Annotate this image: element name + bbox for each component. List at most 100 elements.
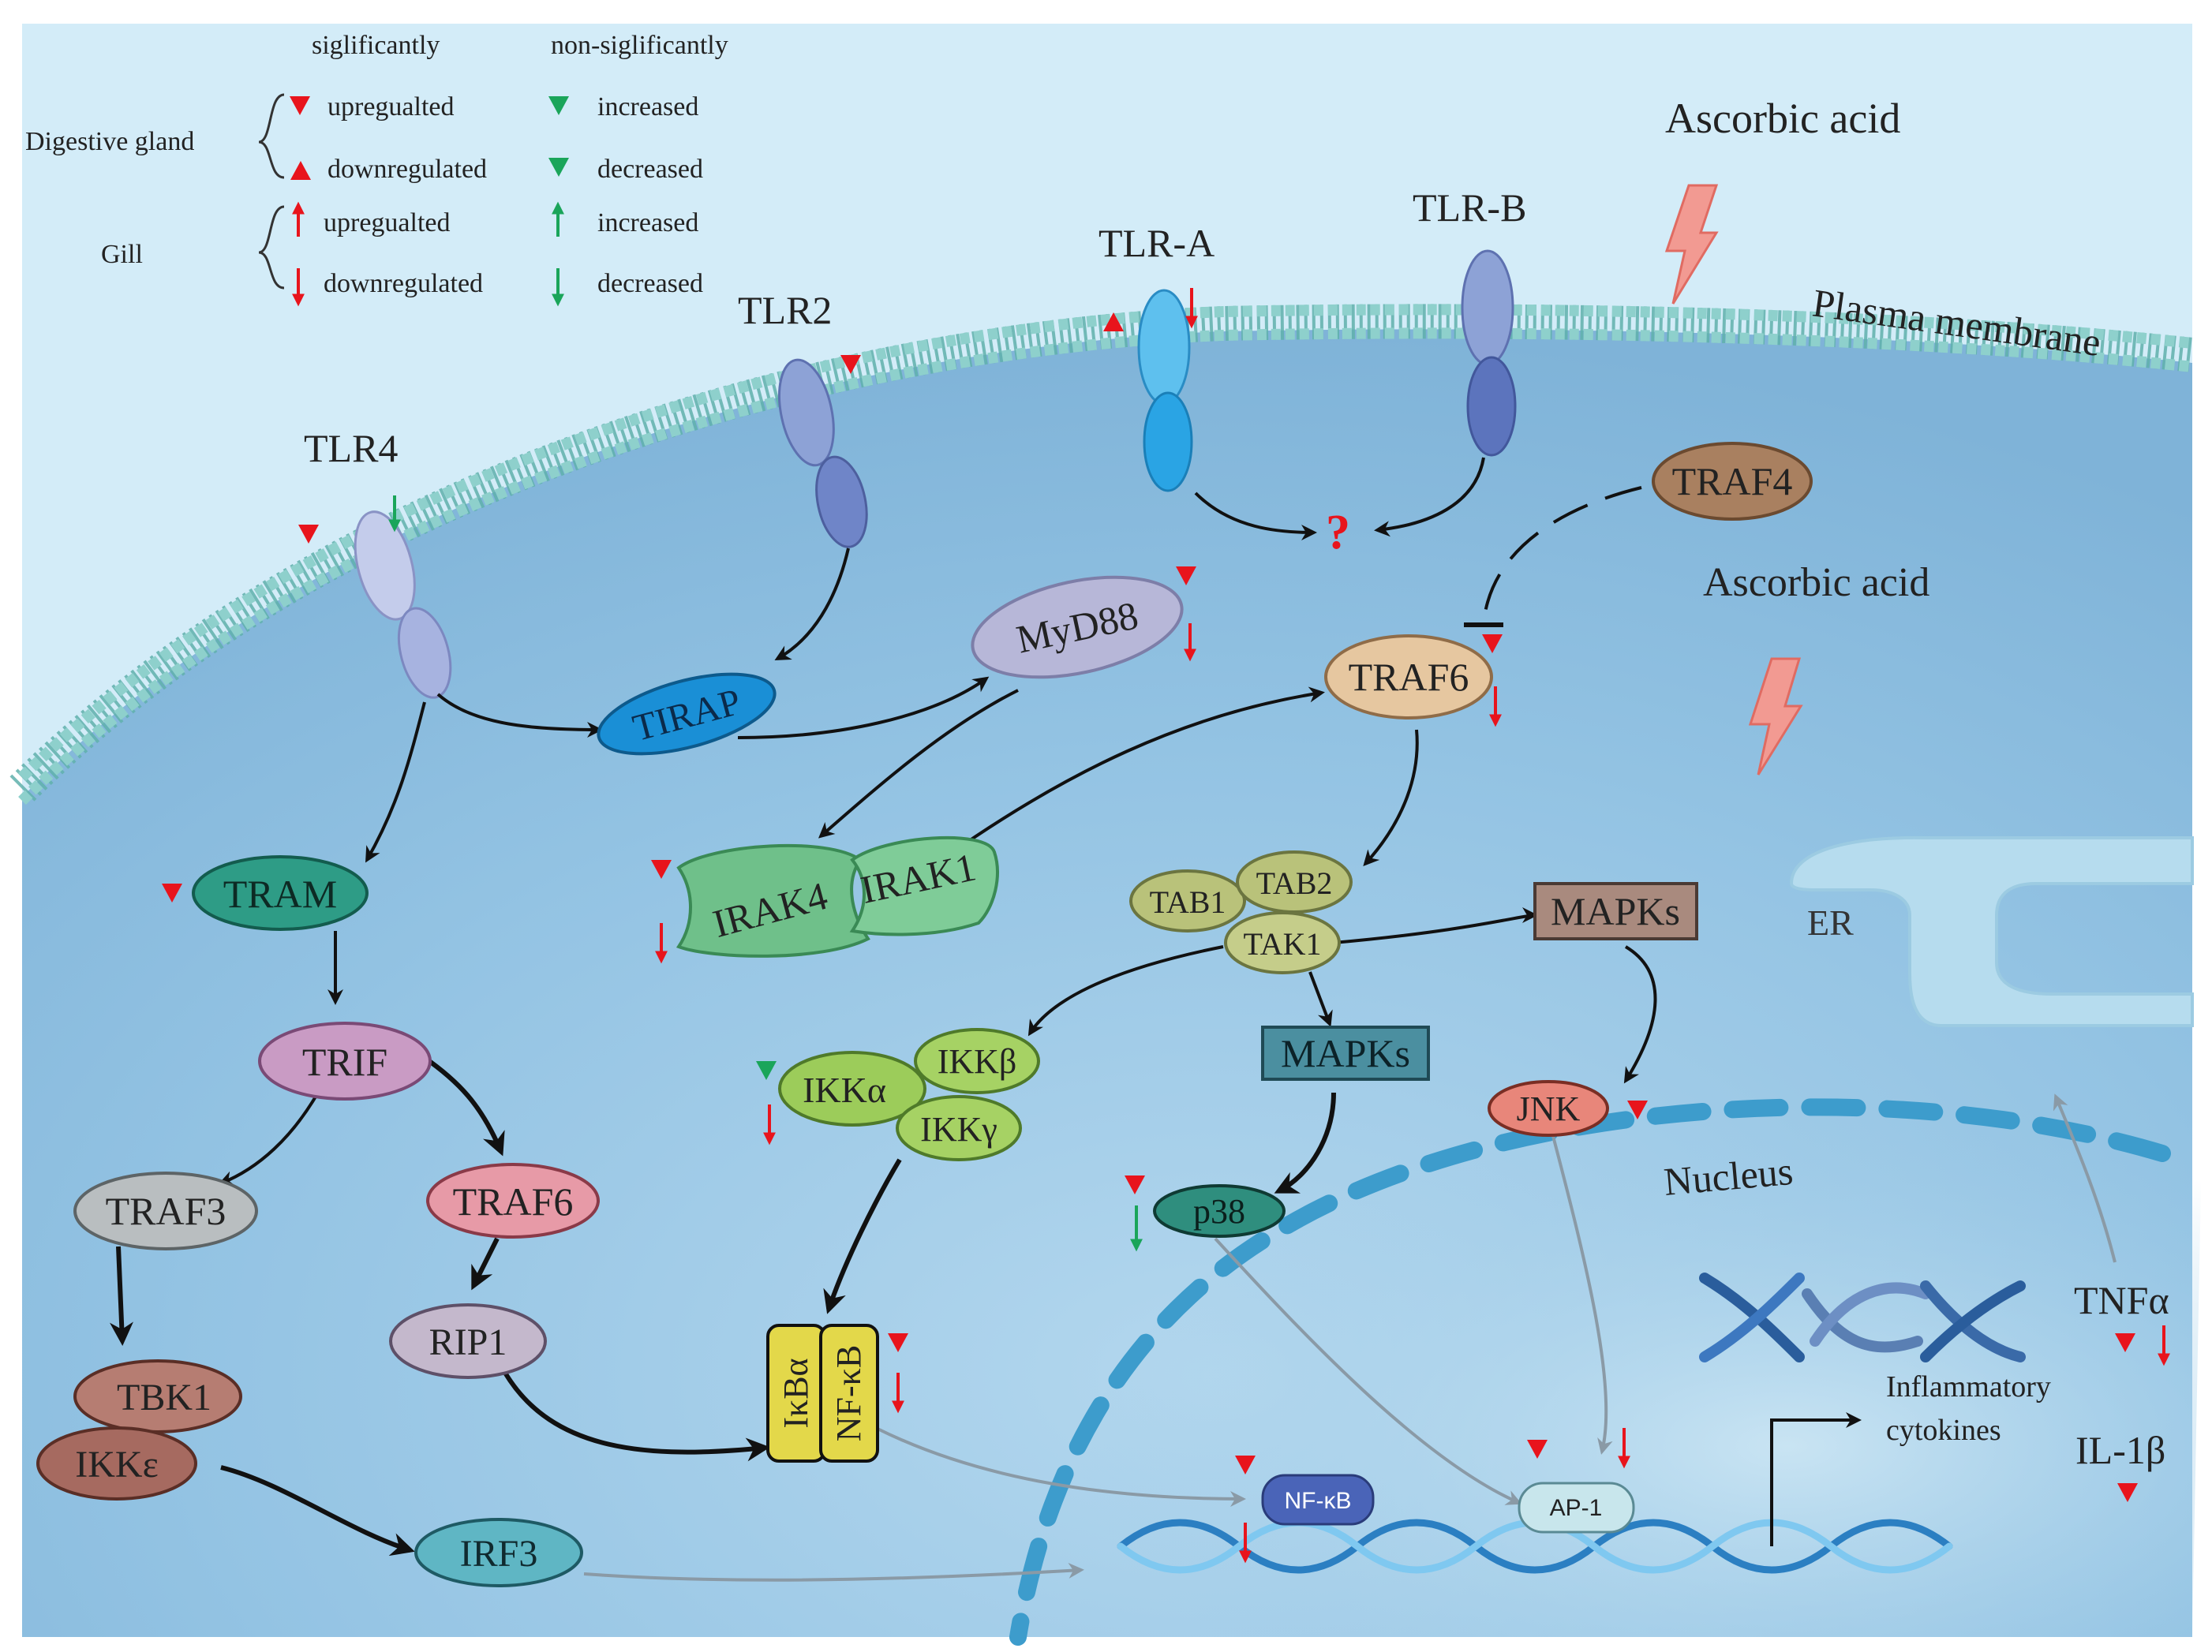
nfkb-complex-box <box>819 1324 879 1463</box>
ascorbic-acid-top-label: Ascorbic acid <box>1665 95 1900 142</box>
trif-node <box>258 1022 432 1101</box>
legend-sig-down-triangle <box>290 161 311 180</box>
p38-label: p38 <box>1193 1192 1245 1231</box>
mapks-mid-label: MAPKs <box>1281 1031 1410 1075</box>
legend-dg-dec: decreased <box>597 155 703 184</box>
inflammatory-cytokines-line1: Inflammatory <box>1886 1370 2051 1403</box>
ikkg-node <box>896 1095 1022 1161</box>
pathway-arrows <box>110 457 1862 1557</box>
legend-header-significant: siglificantly <box>312 31 440 60</box>
tlr-b-label: TLR-B <box>1413 185 1526 230</box>
traf6-bottom-label: TRAF6 <box>453 1179 574 1224</box>
tram-node <box>192 855 369 931</box>
legend-dg-up: upregualted <box>327 92 455 121</box>
ikba-label: IκBα <box>777 1358 815 1428</box>
mapks-mid-node <box>1261 1026 1430 1081</box>
tirap-node <box>597 672 777 756</box>
ap1-node <box>1518 1482 1635 1534</box>
traf6-bottom-node <box>426 1163 600 1239</box>
legend-digestive-gland: Digestive gland <box>25 127 194 156</box>
tab1-node <box>1129 869 1246 933</box>
ikkb-node <box>914 1028 1040 1094</box>
p38-dg-up-marker <box>1125 1175 1145 1194</box>
trif-label: TRIF <box>302 1040 387 1084</box>
ap1-dg-up-marker <box>1527 1440 1548 1459</box>
myd88-node <box>971 575 1184 679</box>
tlr-a-receptor <box>1137 289 1193 492</box>
legend-brace-dg <box>258 93 285 179</box>
legend-sig-up-triangle <box>290 96 310 115</box>
expression-markers <box>162 288 2170 1564</box>
tab2-label: TAB2 <box>1256 865 1333 901</box>
tak1-node <box>1224 911 1341 974</box>
jnk-node <box>1488 1080 1609 1137</box>
il1b-label: IL-1β <box>2075 1428 2165 1472</box>
tlr2-label: TLR2 <box>738 288 832 332</box>
traf6-dg-up-marker <box>1482 634 1503 653</box>
traf3-node <box>73 1172 258 1250</box>
lightning-icon-mid <box>1748 657 1803 776</box>
legend-dg-down: downregulated <box>327 155 487 184</box>
traf4-label: TRAF4 <box>1672 459 1793 503</box>
inflammatory-cytokines-line2: cytokines <box>1886 1414 2001 1447</box>
legend-dg-inc: increased <box>597 92 698 121</box>
traf4-node <box>1652 442 1813 521</box>
tlr-a-label: TLR-A <box>1099 221 1215 265</box>
il1b-dg-up-marker <box>2117 1483 2138 1502</box>
nfkb-nuclear-node <box>1261 1474 1375 1526</box>
mapks-right-label: MAPKs <box>1551 889 1680 933</box>
mapks-right-node <box>1533 882 1698 940</box>
tab1-label: TAB1 <box>1150 884 1226 920</box>
legend-nonsig-inc-triangle <box>548 96 569 115</box>
endoplasmic-reticulum <box>1789 835 2194 1027</box>
lightning-icon-top <box>1664 184 1719 305</box>
legend-nonsig-dec-triangle <box>548 158 569 177</box>
legend-gill-down: downregulated <box>324 269 483 298</box>
tlra-dg-down-marker <box>1103 312 1124 331</box>
p38-node <box>1153 1184 1286 1238</box>
traf6-top-node <box>1324 634 1493 719</box>
tlr4-label: TLR4 <box>304 426 398 470</box>
legend-gill: Gill <box>101 240 143 269</box>
chromosome-icons <box>1699 1273 2026 1362</box>
traf6-top-label: TRAF6 <box>1349 655 1469 699</box>
tlr4-dg-up-marker <box>298 525 319 544</box>
ikk-dg-inc-marker <box>756 1061 777 1080</box>
unknown-adaptor-question: ? <box>1326 506 1350 559</box>
jnk-dg-up-marker <box>1627 1101 1648 1119</box>
ascorbic-acid-mid-label: Ascorbic acid <box>1703 560 1929 605</box>
ap1-label: AP-1 <box>1550 1495 1603 1521</box>
tlr-b-receptor <box>1461 249 1517 457</box>
tlr2-receptor <box>778 358 868 548</box>
tram-dg-up-marker <box>162 884 182 903</box>
ikka-label: IKKα <box>803 1070 886 1110</box>
nfkb-complex-label: NF-κB <box>829 1345 868 1441</box>
irak4-dg-up-marker <box>651 860 672 879</box>
tnfa-label: TNFα <box>2074 1278 2169 1322</box>
traf4-inhibition-line <box>1464 486 1642 627</box>
nfkb-nuclear-label: NF-κB <box>1285 1488 1352 1514</box>
translocation-arrows <box>583 1093 2117 1582</box>
er-label: ER <box>1807 903 1854 943</box>
nfkb-nuclear-dg-up-marker <box>1235 1456 1256 1474</box>
ikka-node <box>778 1051 926 1127</box>
ikkg-label: IKKγ <box>920 1110 997 1149</box>
tbk1-label: TBK1 <box>117 1377 211 1418</box>
legend-brace-gill <box>258 205 285 290</box>
legend-gill-up: upregualted <box>324 208 451 237</box>
legend-gill-dec: decreased <box>597 269 703 298</box>
legend-gill-inc: increased <box>597 208 698 237</box>
legend-header-nonsignificant: non-siglificantly <box>551 31 728 60</box>
ikba-nfkb-dg-up-marker <box>888 1333 908 1352</box>
tnfa-dg-up-marker <box>2115 1333 2135 1352</box>
tram-label: TRAM <box>223 872 337 916</box>
traf3-label: TRAF3 <box>106 1189 226 1233</box>
myd88-dg-up-marker <box>1176 566 1196 585</box>
rip1-label: RIP1 <box>429 1321 507 1363</box>
irf3-node <box>414 1518 583 1587</box>
ikke-node <box>36 1426 197 1501</box>
rip1-node <box>389 1303 547 1379</box>
irak-complex <box>676 835 999 958</box>
irf3-label: IRF3 <box>460 1533 538 1575</box>
